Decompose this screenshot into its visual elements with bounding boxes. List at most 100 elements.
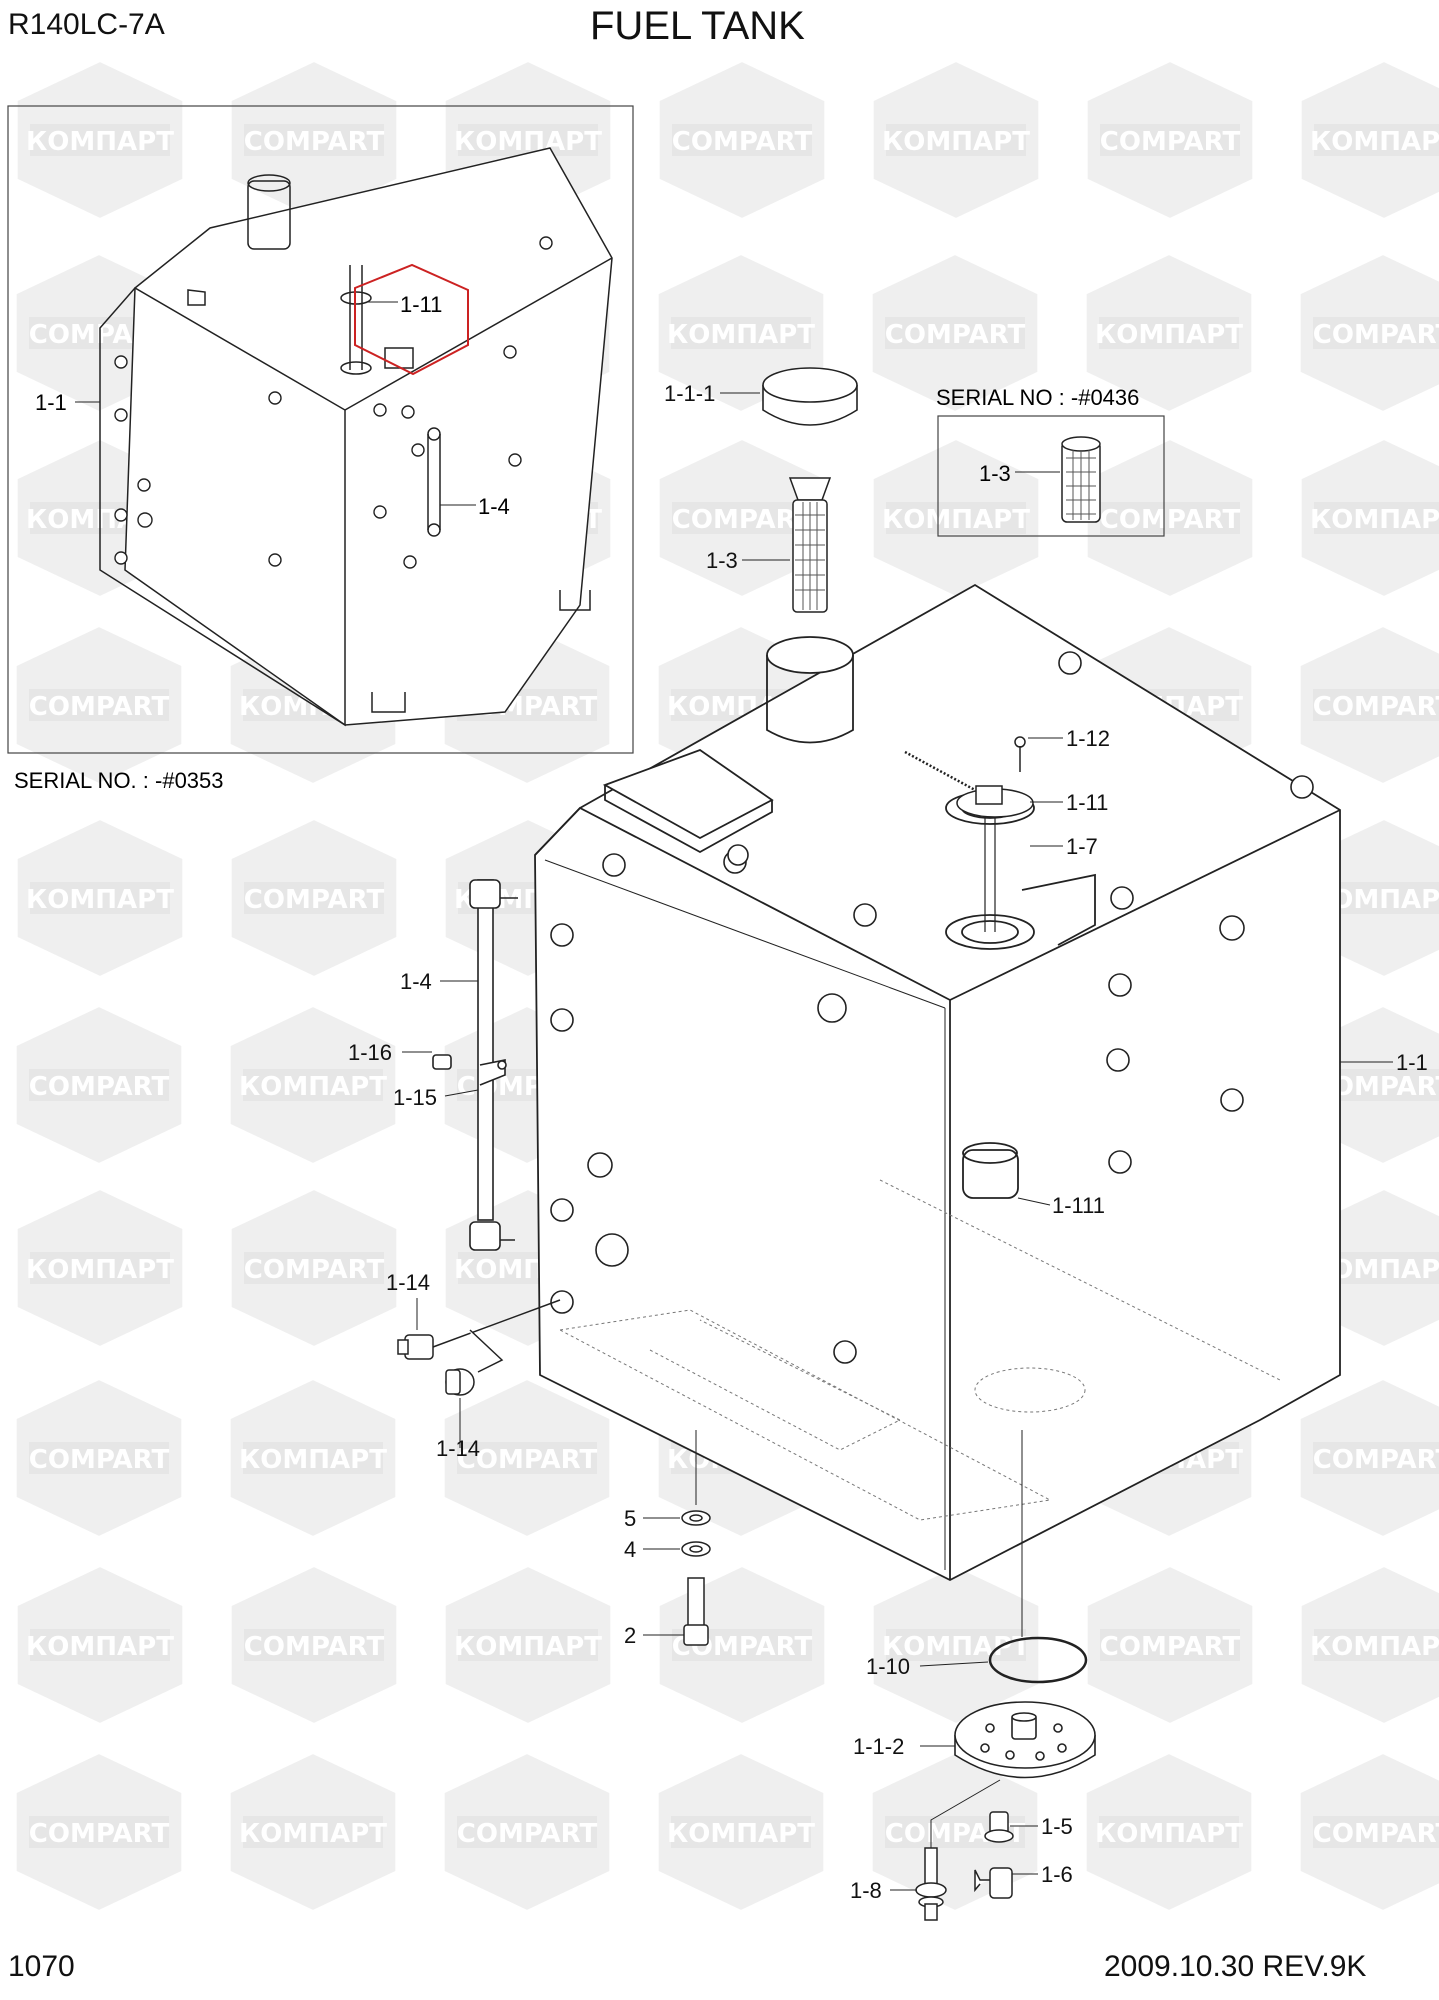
- watermark-band: [885, 317, 1025, 349]
- inset-callout-1-11: 1-11: [400, 292, 442, 317]
- watermark-text: COMPART: [1313, 1819, 1439, 1849]
- watermark-text: КОМПАРТ: [239, 1445, 387, 1475]
- watermark-band: [457, 1442, 597, 1474]
- page-title: FUEL TANK: [590, 4, 805, 48]
- watermark-band: [1099, 317, 1239, 349]
- watermark-text: КОМПАРТ: [26, 885, 174, 915]
- watermark-text: COMPART: [244, 885, 385, 915]
- watermark-band: [1100, 502, 1240, 534]
- watermark-text: COMPART: [29, 1819, 170, 1849]
- callout-1-3: 1-3: [706, 548, 738, 573]
- watermark-band: [243, 1816, 383, 1848]
- watermark-text: КОМПАРТ: [1310, 1632, 1439, 1662]
- watermark-text: КОМПАРТ: [239, 1819, 387, 1849]
- watermark-text: КОМПАРТ: [26, 1632, 174, 1662]
- callout-4: 4: [624, 1537, 636, 1562]
- watermark-band: [243, 1069, 383, 1101]
- watermark-text: КОМПАРТ: [454, 127, 602, 157]
- watermark-band: [458, 124, 598, 156]
- watermark-text: КОМПАРТ: [26, 127, 174, 157]
- watermark-text: КОМПАРТ: [667, 1819, 815, 1849]
- watermark-text: COMPART: [244, 127, 385, 157]
- watermark-text: COMPART: [29, 1445, 170, 1475]
- highlight-marker: [354, 263, 469, 376]
- watermark-band: [30, 1252, 170, 1284]
- watermark-band: [1100, 1629, 1240, 1661]
- watermark-text: COMPART: [672, 127, 813, 157]
- watermark-band: [1313, 1816, 1439, 1848]
- callout-5: 5: [624, 1506, 636, 1531]
- bottom-hardware: [681, 1430, 711, 1646]
- watermark-band: [30, 1629, 170, 1661]
- callout-1-1-2: 1-1-2: [853, 1734, 904, 1759]
- watermark-text: КОМПАРТ: [1095, 1819, 1243, 1849]
- callout-1-111: 1-111: [1052, 1193, 1105, 1218]
- callout-1-11: 1-11: [1066, 790, 1108, 815]
- callout-1-15: 1-15: [393, 1085, 437, 1110]
- watermark-text: COMPART: [457, 1445, 598, 1475]
- watermark-text: КОМПАРТ: [454, 1632, 602, 1662]
- watermark-band: [243, 1442, 383, 1474]
- watermark-band: [457, 1816, 597, 1848]
- callout-1-10: 1-10: [866, 1654, 910, 1679]
- watermark-band: [29, 689, 169, 721]
- watermark-band: [1314, 124, 1439, 156]
- watermark-text: КОМПАРТ: [882, 505, 1030, 535]
- watermark-band: [671, 1816, 811, 1848]
- callout-1-16: 1-16: [348, 1040, 392, 1065]
- watermark-band: [244, 124, 384, 156]
- watermark-band: [1100, 124, 1240, 156]
- callout-1-14-lower: 1-14: [436, 1436, 480, 1461]
- callout-1-1-1: 1-1-1: [664, 381, 715, 406]
- watermark-band: [1099, 1816, 1239, 1848]
- watermark-text: COMPART: [1313, 320, 1439, 350]
- watermark-text: COMPART: [244, 1255, 385, 1285]
- callout-1-14-upper: 1-14: [386, 1270, 430, 1295]
- revision-date: 2009.10.30 REV.9K: [1104, 1950, 1367, 1983]
- suction-strainer: [788, 477, 832, 613]
- watermark-text: COMPART: [29, 1072, 170, 1102]
- watermark-text: КОМПАРТ: [1310, 505, 1439, 535]
- watermark-text: КОМПАРТ: [882, 1632, 1030, 1662]
- watermark-band: [886, 124, 1026, 156]
- watermark-text: COMPART: [457, 1819, 598, 1849]
- watermark-text: КОМПАРТ: [667, 320, 815, 350]
- watermark-band: [1314, 502, 1439, 534]
- watermark-band: [244, 1252, 384, 1284]
- watermark-band: [29, 1069, 169, 1101]
- tank-hidden-lines: [558, 1179, 1281, 1521]
- callout-1-1: 1-1: [1396, 1050, 1428, 1075]
- inset-panel: 1-11 1-1 1-4 SERIAL NO. : -#0353: [7, 105, 634, 793]
- page-number: 1070: [8, 1950, 75, 1983]
- model-name: R140LC-7A: [8, 8, 165, 41]
- watermark-text: COMPART: [244, 1632, 385, 1662]
- inset-serial-note: SERIAL NO. : -#0353: [14, 768, 224, 793]
- watermark-text: КОМПАРТ: [239, 1072, 387, 1102]
- watermark-band: [1313, 1442, 1439, 1474]
- filter-serial-note: SERIAL NO : -#0436: [936, 385, 1139, 410]
- watermark-text: КОМПАРТ: [1310, 127, 1439, 157]
- watermark-band: [672, 124, 812, 156]
- watermark-band: [1314, 1629, 1439, 1661]
- watermark-text: КОМПАРТ: [882, 127, 1030, 157]
- watermark-text: КОМПАРТ: [26, 1255, 174, 1285]
- watermark-text: COMPART: [672, 505, 813, 535]
- watermark-band: [1313, 689, 1439, 721]
- watermark-band: [29, 1816, 169, 1848]
- watermark-text: КОМПАРТ: [1095, 320, 1243, 350]
- inset-callout-1-4: 1-4: [478, 494, 510, 519]
- drain-valve-parts: [915, 1779, 1014, 1921]
- watermark-band: [458, 1629, 598, 1661]
- callout-1-5: 1-5: [1041, 1814, 1073, 1839]
- watermark-band: [244, 882, 384, 914]
- filter-callout-1-3: 1-3: [979, 461, 1011, 486]
- level-gauge: [432, 879, 518, 1251]
- inset-callout-1-1: 1-1: [35, 390, 67, 415]
- watermark-band: [671, 317, 811, 349]
- watermark-text: COMPART: [1100, 1632, 1241, 1662]
- watermark-band: [886, 502, 1026, 534]
- drain-plugs: [397, 1299, 561, 1396]
- watermark-text: COMPART: [1100, 127, 1241, 157]
- watermark-text: COMPART: [29, 692, 170, 722]
